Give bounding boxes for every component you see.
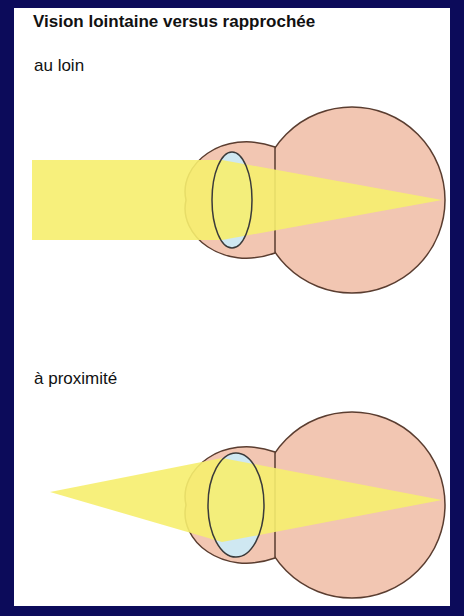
view-label: au loin [34,56,84,76]
eye-near [50,412,445,598]
eye-far [32,107,445,293]
view-label: à proximité [34,369,117,389]
diagram-title: Vision lointaine versus rapprochée [33,12,315,32]
